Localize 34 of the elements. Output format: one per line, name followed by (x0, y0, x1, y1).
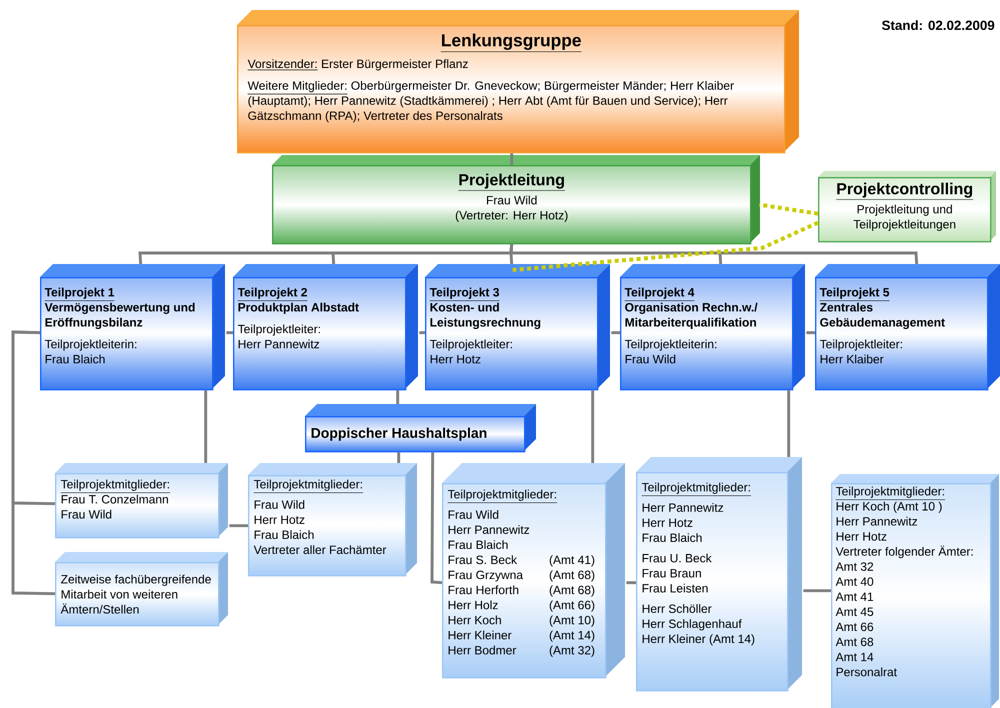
connector-line (226, 331, 233, 334)
note-box: Zeitweise fachübergreifende Mitarbeit von weiteren Ämtern/Stellen (55, 552, 228, 626)
dotted-line (759, 202, 818, 216)
connector-line (591, 390, 594, 463)
connector-line (204, 390, 208, 463)
connector-line (509, 244, 918, 264)
connector-line (611, 331, 620, 334)
subproject-box: Teilprojekt 3 Kosten- und Leistungsrechnung Teilprojektleiter: Herr Hotz (425, 264, 610, 390)
connector-line (397, 452, 400, 463)
connector-line (806, 331, 815, 334)
member-box: Teilprojektmitglieder: Frau Wild Herr Hotz Frau Blaich Vertreter aller Fachämter (248, 463, 417, 576)
connector-line (12, 330, 56, 596)
member-box: Teilprojektmitglieder: Herr Koch (Amt 10 ) Herr Pannewitz Herr Hotz Vertreter folgender Ämter: Amt 32 Amt 40 Amt 41 Amt 45 Amt 66 Amt 68 Amt 14 Personalrat (831, 474, 999, 708)
controlling-box: Projektcontrolling Projektleitung und Teilprojektleitungen (818, 171, 996, 242)
connector-line (626, 581, 636, 584)
member-box: Teilprojektmitglieder: Frau Wild Herr Pannewitz Frau Blaich Frau S. Beck (Amt 41) Frau Grzywna (Amt 68) Frau Herforth (Amt 68) Herr Holz (Amt 66) Herr Koch (Amt 10) Herr Kleiner (Amt 14) Herr Bodmer (Amt 32) (442, 463, 625, 678)
connector-line (229, 524, 248, 528)
date-label: Stand: 02.02.2009 (882, 20, 994, 30)
connector-line (419, 331, 425, 334)
subproject-box: Teilprojekt 1 Vermögensbewertung und Eröffnungsbilanz Teilprojektleiterin: Frau Blaich (40, 264, 225, 390)
committee-box: Lenkungsgruppe Vorsitzender: Erster Bürgermeister Pflanz Weitere Mitglieder: Oberbürgermeister Dr. Gneveckow; Bürgermeister Mänder; Herr Klaiber (Hauptamt); Herr Pannewitz (Stadtkämmerei) ; Herr Abt (Amt für Bauen und Service); Herr Gätzschmann (RPA); Vertreter des Personalrats (237, 10, 799, 154)
connector-line (430, 452, 442, 584)
subproject-box: Teilprojekt 5 Zentrales Gebäudemanagement Teilprojektleiter: Herr Klaiber (815, 264, 1000, 390)
connector-line (787, 390, 790, 457)
connector-line (510, 153, 514, 165)
member-box: Teilprojektmitglieder: Frau T. Conzelmann Frau Wild (55, 463, 228, 538)
plan-box: Doppischer Haushaltsplan (305, 404, 536, 452)
subproject-box: Teilprojekt 2 Produktplan Albstadt Teilprojektleiter: Herr Pannewitz (233, 264, 418, 390)
dotted-line (512, 220, 819, 272)
member-box: Teilprojektmitglieder: Herr Pannewitz Herr Hotz Frau Blaich Frau U. Beck Frau Braun Frau Leisten Herr Schöller Herr Schlagenhauf Herr Kleiner (Amt 14) (636, 457, 802, 692)
connector-line (803, 589, 831, 592)
subproject-box: Teilprojekt 4 Organisation Rechn.w./ Mitarbeiterqualifikation Teilprojektleiterin: Frau Wild (620, 264, 805, 390)
management-box: Projektleitung Frau Wild (Vertreter: Herr Hotz) (272, 155, 760, 244)
connector-line (396, 390, 400, 404)
